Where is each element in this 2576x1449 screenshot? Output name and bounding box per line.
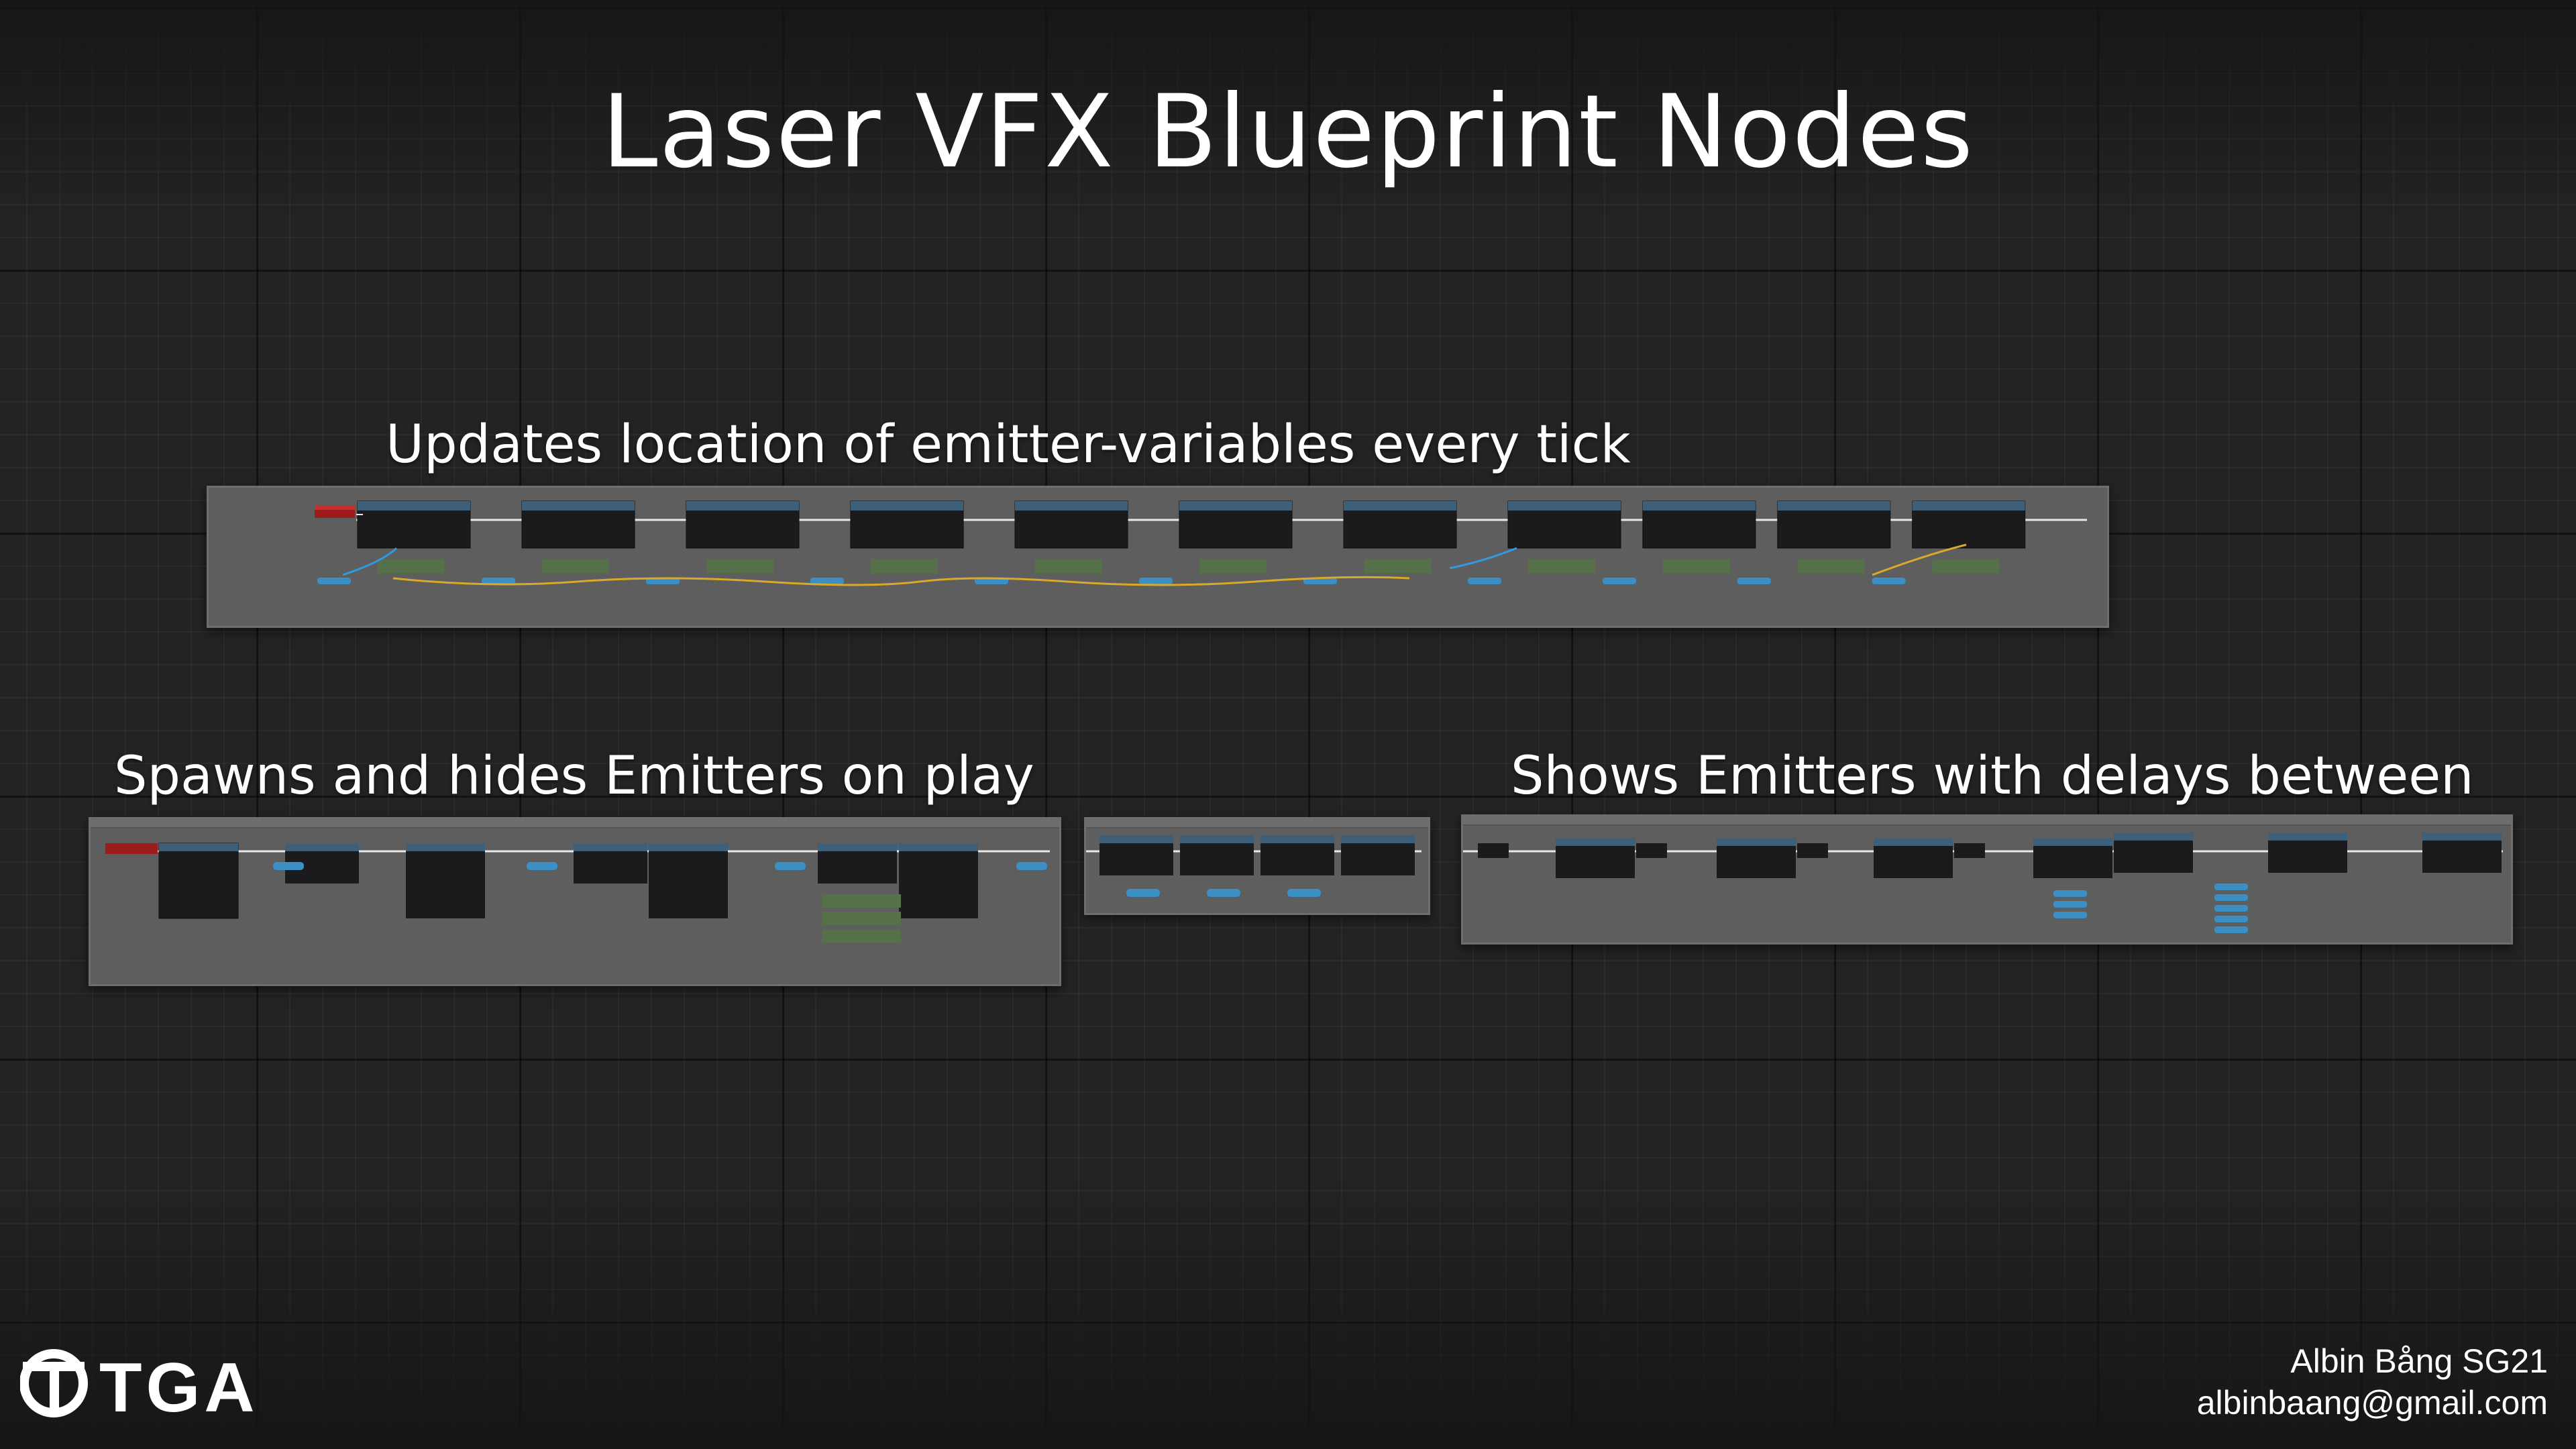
set-variable-node-header (522, 501, 635, 511)
caption-tick-update: Updates location of emitter-variables ev… (386, 415, 1631, 475)
spawn-hide-node-graph (105, 843, 1050, 943)
tga-logo: TGA (20, 1349, 259, 1422)
event-tick-node-header (315, 506, 355, 510)
variable-getter-node (542, 559, 609, 574)
variable-getter-node (1797, 559, 1865, 574)
set-variable-node-header (1015, 501, 1128, 511)
set-variable-node-header (1179, 501, 1292, 511)
data-pin (482, 578, 515, 584)
data-pin (1468, 578, 1501, 584)
show-delays-node-graph (1463, 833, 2503, 933)
data-pin (1737, 578, 1771, 584)
variable-getter-node (1364, 559, 1431, 574)
data-pin (810, 578, 844, 584)
caption-show-delays: Shows Emitters with delays between (1511, 746, 2474, 806)
data-pin (1139, 578, 1173, 584)
variable-getter-node (1932, 559, 2000, 574)
author-name: Albin Bång SG21 (2290, 1342, 2548, 1380)
variable-getter-node (378, 559, 445, 574)
comment-header (91, 819, 1059, 828)
data-pin (1872, 578, 1906, 584)
set-variable-node-header (1344, 501, 1456, 511)
blueprint-graph-show-delays[interactable] (1461, 814, 2513, 945)
variable-getter-node (1035, 559, 1102, 574)
caption-spawn-hide: Spawns and hides Emitters on play (114, 746, 1034, 806)
blueprint-graph-mid-sequence[interactable] (1084, 817, 1430, 915)
page-title: Laser VFX Blueprint Nodes (601, 74, 1975, 191)
comment-header (1086, 819, 1428, 828)
set-variable-node-header (1642, 501, 1756, 511)
logo-text: TGA (99, 1349, 259, 1422)
set-variable-node-header (686, 501, 799, 511)
set-variable-node-header (1508, 501, 1621, 511)
set-variable-node-header (851, 501, 963, 511)
set-variable-node-header (1777, 501, 1890, 511)
comment-header (1463, 816, 2511, 826)
variable-getter-node (1528, 559, 1595, 574)
tick-update-node-graph (315, 500, 2087, 586)
set-variable-node-header (358, 501, 470, 511)
data-pin (1602, 578, 1636, 584)
event-beginplay-node (105, 843, 158, 854)
variable-getter-node (871, 559, 938, 574)
set-variable-node-header (1912, 501, 2025, 511)
blueprint-graph-tick-update[interactable] (207, 486, 2109, 628)
data-pin (317, 578, 351, 584)
variable-getter-node (1662, 559, 1730, 574)
author-email: albinbaang@gmail.com (2196, 1384, 2548, 1421)
mid-sequence-node-graph (1086, 835, 1421, 897)
variable-getter-node (706, 559, 773, 574)
blueprint-graph-spawn-hide[interactable] (89, 817, 1061, 986)
variable-getter-node (1199, 559, 1267, 574)
